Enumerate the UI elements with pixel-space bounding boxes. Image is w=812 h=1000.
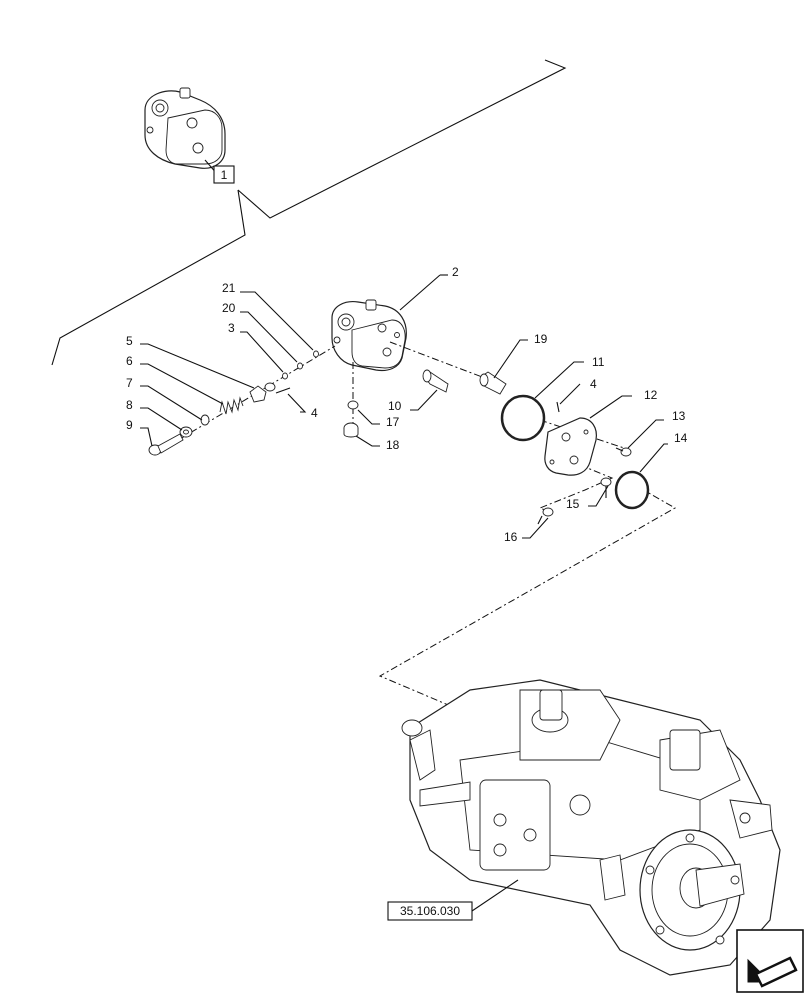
oring-11	[500, 394, 546, 442]
ring-20	[297, 362, 303, 370]
axis-line-right	[389, 341, 491, 381]
callout-20: 20	[222, 301, 236, 315]
leader-16	[522, 517, 549, 539]
assembly-reference-line-lower	[51, 189, 246, 366]
axis-line-to-pump	[378, 487, 677, 711]
leader-4-left	[287, 393, 307, 413]
cover-12	[544, 417, 597, 476]
leader-10	[410, 389, 438, 411]
screw-15	[600, 477, 612, 498]
gear-19	[479, 371, 507, 395]
callout-2: 2	[452, 265, 459, 279]
leader-17	[357, 409, 380, 425]
leader-4-right	[559, 383, 581, 405]
callout-14: 14	[674, 431, 688, 445]
pin-4-left	[275, 387, 291, 394]
leader-13	[627, 419, 664, 449]
callout-8: 8	[126, 398, 133, 412]
reference-leader	[471, 879, 519, 912]
callout-5: 5	[126, 334, 133, 348]
leader-2	[399, 274, 441, 311]
callout-7: 7	[126, 376, 133, 390]
ring-3	[282, 372, 288, 380]
assembly-reference-line	[237, 59, 567, 219]
spring-6	[219, 396, 244, 415]
callout-16: 16	[504, 530, 518, 544]
callout-15: 15	[566, 497, 580, 511]
leader-7	[140, 385, 203, 421]
oring-14	[614, 470, 650, 510]
callout-1: 1	[221, 168, 228, 182]
callout-13: 13	[672, 409, 686, 423]
callout-19: 19	[534, 332, 548, 346]
leader-9	[140, 427, 153, 447]
piston-5	[249, 382, 276, 403]
screw-16	[537, 507, 554, 525]
leader-14	[639, 443, 668, 473]
callout-4-right: 4	[590, 377, 597, 391]
screw-13	[615, 447, 632, 457]
leader-21	[240, 291, 314, 351]
leader-20	[240, 311, 298, 363]
pin-4-right	[556, 401, 560, 413]
leader-19	[493, 339, 528, 379]
leader-6	[140, 363, 224, 405]
leader-8	[140, 407, 183, 431]
callout-3: 3	[228, 321, 235, 335]
callout-4-left: 4	[311, 406, 318, 420]
ring-21	[313, 350, 319, 358]
callout-12: 12	[644, 388, 658, 402]
callout-6: 6	[126, 354, 133, 368]
assembly-thumbnail	[144, 87, 226, 176]
bolt-9	[148, 433, 184, 456]
leader-11	[534, 361, 584, 399]
leader-18	[355, 435, 380, 447]
leader-5	[140, 343, 255, 389]
callout-21: 21	[222, 281, 236, 295]
pump-body	[331, 299, 407, 372]
leader-15	[588, 485, 609, 507]
plug-18	[343, 422, 359, 438]
reference-label[interactable]: 35.106.030	[400, 904, 460, 918]
main-pump-assembly	[401, 679, 781, 976]
leader-12	[589, 395, 632, 419]
leader-3	[240, 331, 284, 373]
washer-17	[347, 400, 359, 410]
axis-line-bolts	[538, 464, 614, 513]
shaft-10	[422, 369, 449, 393]
callout-9: 9	[126, 418, 133, 432]
oring-7	[200, 414, 210, 426]
callout-17: 17	[386, 415, 400, 429]
next-page-arrow-icon[interactable]	[736, 929, 804, 993]
axis-line-left	[164, 345, 336, 449]
callout-18: 18	[386, 438, 400, 452]
callout-10: 10	[388, 399, 402, 413]
callout-11: 11	[592, 355, 605, 369]
callout-box-1	[213, 165, 235, 184]
